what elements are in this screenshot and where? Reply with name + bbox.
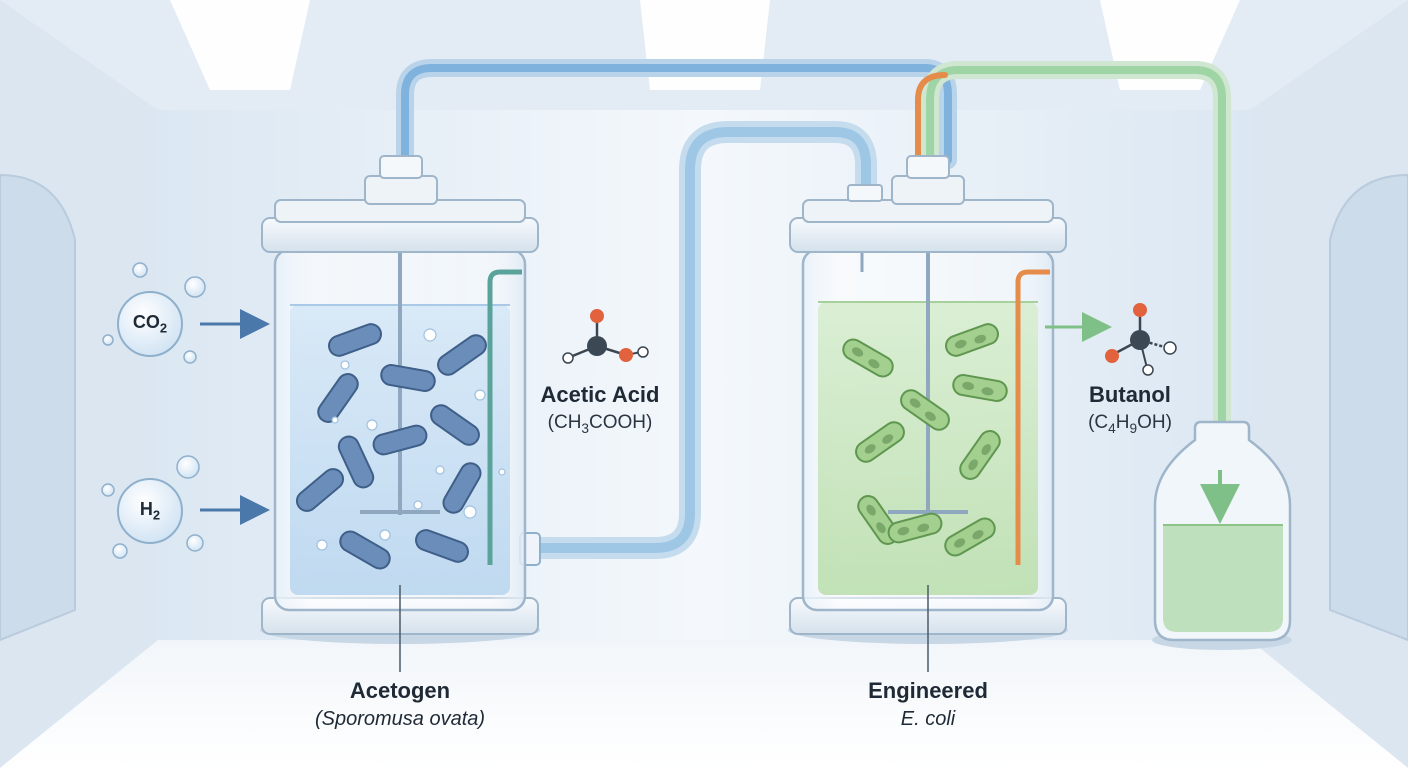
bubble bbox=[498, 468, 506, 476]
bubble bbox=[366, 419, 378, 431]
bubble bbox=[413, 500, 423, 510]
bubble bbox=[331, 416, 339, 424]
acetic-acid-name: Acetic Acid bbox=[540, 382, 660, 407]
butanol-name: Butanol bbox=[1089, 382, 1171, 407]
bacterium-cell bbox=[900, 389, 950, 431]
co2-main: CO bbox=[132, 312, 160, 332]
bacterium-cell bbox=[339, 530, 391, 570]
bubble bbox=[316, 539, 328, 551]
bacterium-cell bbox=[944, 517, 996, 557]
bacterium-cell bbox=[959, 430, 1001, 480]
bacterium-cell bbox=[337, 435, 375, 489]
cell-nucleoid bbox=[917, 523, 930, 533]
acetogen-cells bbox=[295, 323, 487, 570]
h2-main: H bbox=[139, 499, 153, 519]
reactor-1-name: Acetogen bbox=[349, 678, 451, 703]
bubble bbox=[474, 389, 486, 401]
cell-nucleoid bbox=[974, 334, 987, 344]
bacterium-cell bbox=[295, 468, 345, 512]
cell-nucleoid bbox=[897, 526, 910, 536]
bacterium-cell bbox=[372, 424, 428, 456]
cell-nucleoid bbox=[924, 411, 936, 421]
cell-nucleoid bbox=[962, 381, 975, 390]
ecoli-cells bbox=[842, 323, 1008, 557]
bubble bbox=[463, 505, 477, 519]
cell-nucleoid bbox=[972, 530, 984, 540]
tubing bbox=[396, 59, 1231, 566]
co2-subscript: 2 bbox=[159, 320, 168, 336]
butanol-molecule-icon bbox=[1045, 303, 1177, 376]
h2-bubble bbox=[101, 455, 204, 559]
bubble bbox=[379, 529, 391, 541]
bubble bbox=[435, 465, 445, 475]
reactor-2-name: Engineered bbox=[868, 678, 988, 703]
bubble bbox=[340, 360, 350, 370]
bacterium-cell bbox=[442, 462, 482, 514]
bacterium-cell bbox=[415, 529, 469, 563]
reactor-1-species: (Sporomusa ovata) bbox=[314, 708, 486, 730]
bacterium-cell bbox=[328, 323, 382, 357]
h2-subscript: 2 bbox=[152, 507, 161, 523]
cell-nucleoid bbox=[909, 398, 921, 408]
cell-nucleoid bbox=[866, 504, 876, 516]
bubble bbox=[423, 328, 437, 342]
co2-label: CO2 bbox=[118, 312, 182, 336]
bacterium-cell bbox=[887, 512, 943, 544]
cell-nucleoid bbox=[981, 387, 994, 396]
gas-bubbles bbox=[316, 328, 506, 551]
reactor-1 bbox=[260, 155, 540, 672]
cell-nucleoid bbox=[954, 339, 967, 349]
cell-nucleoid bbox=[852, 347, 864, 357]
cell-nucleoid bbox=[981, 444, 991, 456]
h2-label: H2 bbox=[118, 499, 182, 523]
bacterium-cell bbox=[945, 323, 999, 357]
cell-nucleoid bbox=[954, 538, 966, 548]
collection-bottle bbox=[1152, 420, 1292, 650]
cell-nucleoid bbox=[868, 359, 880, 369]
bacterium-cell bbox=[855, 421, 905, 463]
reactor-2-species: E. coli bbox=[900, 708, 956, 730]
bacterium-cell bbox=[952, 374, 1008, 402]
acetic-acid-molecule-icon bbox=[562, 309, 649, 364]
cell-nucleoid bbox=[968, 459, 978, 471]
cell-nucleoid bbox=[882, 434, 894, 444]
input-arrows bbox=[200, 309, 270, 525]
cell-nucleoid bbox=[864, 444, 876, 454]
bacterium-cell bbox=[380, 364, 436, 392]
bacterium-cell bbox=[317, 373, 359, 423]
acetic-acid-formula: (CH3COOH) bbox=[547, 412, 653, 436]
bacterium-cell bbox=[842, 338, 894, 378]
butanol-formula: (C4H9OH) bbox=[1088, 412, 1172, 436]
co2-bubble bbox=[102, 262, 206, 364]
bacterium-cell bbox=[430, 404, 480, 446]
reactor-2 bbox=[788, 155, 1068, 672]
bacterium-cell bbox=[437, 334, 487, 376]
cell-nucleoid bbox=[876, 522, 886, 534]
